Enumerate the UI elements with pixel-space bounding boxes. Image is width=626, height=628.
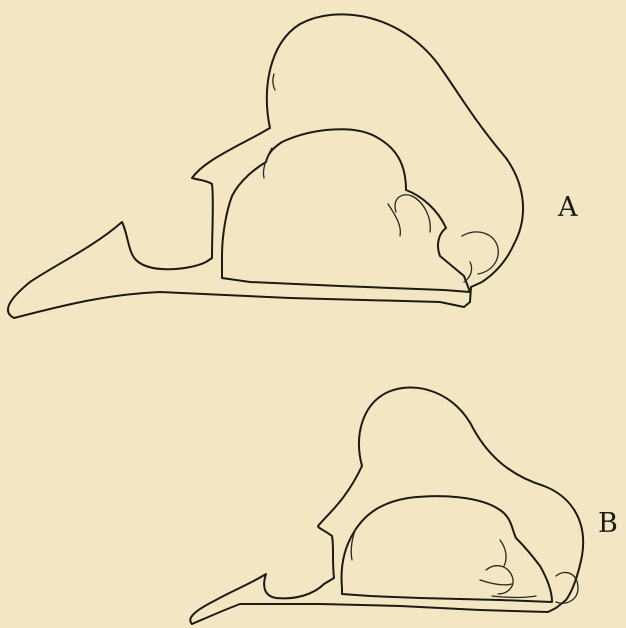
skull-outline-a [8,14,523,318]
figure-label-a: A [558,194,578,221]
skull-outline-b [190,388,583,624]
figure-label-b: B [598,510,618,537]
